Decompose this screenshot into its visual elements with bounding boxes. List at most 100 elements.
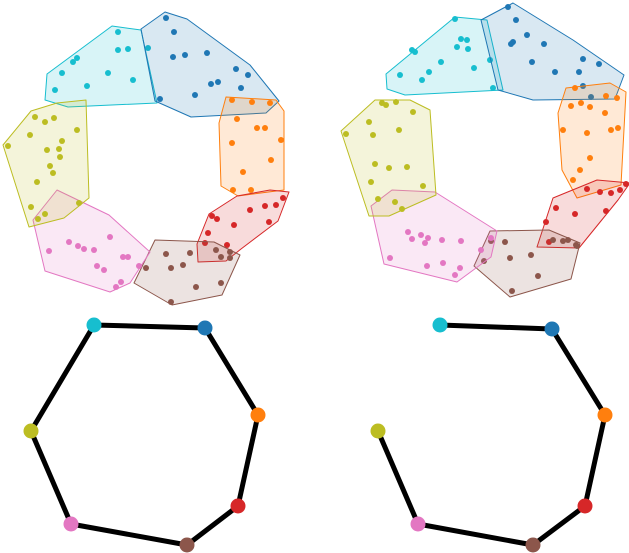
data-point-orange: [602, 110, 608, 116]
cluster-hull-brown: [133, 239, 241, 306]
data-point-red: [209, 213, 215, 219]
data-point-pink: [107, 234, 113, 240]
cluster-hull-cyan: [44, 25, 158, 108]
data-point-brown: [509, 288, 515, 294]
cluster-hull-red: [536, 179, 629, 249]
edge-cyan-blue: [91, 322, 208, 331]
data-point-pink: [81, 246, 87, 252]
data-point-pink: [425, 235, 431, 241]
data-point-cyan: [471, 65, 477, 71]
node-red: [230, 498, 246, 514]
data-point-orange: [229, 140, 235, 146]
data-point-red: [603, 208, 609, 214]
data-point-olive: [76, 200, 82, 206]
data-point-orange: [248, 187, 254, 193]
data-point-pink: [387, 255, 393, 261]
node-red: [577, 498, 593, 514]
data-point-pink: [94, 263, 100, 269]
data-point-brown: [180, 262, 186, 268]
edge-brown-pink: [68, 521, 190, 548]
data-point-olive: [5, 143, 11, 149]
data-point-blue: [596, 61, 602, 67]
data-point-pink: [418, 232, 424, 238]
cluster-red: [196, 189, 290, 263]
nerve-right-panel: [370, 317, 613, 553]
data-point-brown: [528, 252, 534, 258]
data-point-cyan: [490, 85, 496, 91]
data-point-pink: [46, 248, 52, 254]
data-point-olive: [27, 132, 33, 138]
data-point-orange: [608, 127, 614, 133]
data-point-brown: [227, 249, 233, 255]
data-point-pink: [405, 229, 411, 235]
data-point-cyan: [454, 44, 460, 50]
data-point-blue: [215, 79, 221, 85]
data-point-cyan: [125, 46, 131, 52]
cluster-blue: [140, 11, 280, 118]
data-point-cyan: [74, 55, 80, 61]
node-blue: [197, 320, 213, 336]
data-point-orange: [578, 100, 584, 106]
cluster-orange: [218, 96, 285, 197]
data-point-olive: [50, 170, 56, 176]
edge-red-brown: [184, 503, 241, 548]
data-point-pink: [440, 260, 446, 266]
data-point-red: [224, 242, 230, 248]
cluster-hull-olive: [340, 99, 437, 217]
data-point-red: [273, 202, 279, 208]
node-brown: [525, 537, 541, 553]
data-point-olive: [392, 199, 398, 205]
data-point-orange: [560, 127, 566, 133]
data-point-pink: [457, 265, 463, 271]
data-point-olive: [28, 204, 34, 210]
data-point-brown: [227, 255, 233, 261]
data-point-blue: [204, 50, 210, 56]
data-point-olive: [386, 165, 392, 171]
edge-blue-orange: [549, 326, 608, 418]
nerve-left-panel: [23, 317, 266, 553]
data-point-orange: [570, 177, 576, 183]
data-point-brown: [574, 243, 580, 249]
data-point-blue: [163, 15, 169, 21]
data-point-red: [280, 195, 286, 201]
data-point-blue: [552, 69, 558, 75]
edge-blue-orange: [202, 325, 261, 418]
data-point-orange: [229, 97, 235, 103]
data-point-cyan: [397, 72, 403, 78]
data-point-olive: [410, 109, 416, 115]
data-point-orange: [230, 187, 236, 193]
data-point-cyan: [452, 16, 458, 22]
data-point-olive: [372, 161, 378, 167]
node-olive: [370, 423, 386, 439]
data-point-olive: [51, 115, 57, 121]
cluster-hull-pink: [370, 189, 498, 283]
data-point-cyan: [115, 29, 121, 35]
data-point-orange: [268, 157, 274, 163]
data-point-orange: [568, 103, 574, 109]
data-point-blue: [171, 29, 177, 35]
data-point-blue: [192, 92, 198, 98]
data-point-blue: [529, 59, 535, 65]
data-point-brown: [168, 299, 174, 305]
data-point-blue: [245, 72, 251, 78]
data-point-blue: [541, 41, 547, 47]
cover-right-panel: [340, 2, 629, 298]
data-point-olive: [47, 163, 53, 169]
cluster-hull-blue: [140, 11, 280, 118]
data-point-cyan: [464, 37, 470, 43]
data-point-red: [231, 222, 237, 228]
data-point-olive: [59, 138, 65, 144]
data-point-cyan: [70, 59, 76, 65]
data-point-brown: [481, 258, 487, 264]
data-point-cyan: [426, 69, 432, 75]
cluster-hull-brown: [473, 229, 581, 298]
data-point-blue: [182, 52, 188, 58]
node-cyan: [432, 317, 448, 333]
data-point-olive: [420, 183, 426, 189]
cluster-olive: [340, 99, 437, 217]
data-point-cyan: [458, 36, 464, 42]
data-point-olive: [396, 127, 402, 133]
data-point-orange: [587, 155, 593, 161]
data-point-pink: [120, 254, 126, 260]
